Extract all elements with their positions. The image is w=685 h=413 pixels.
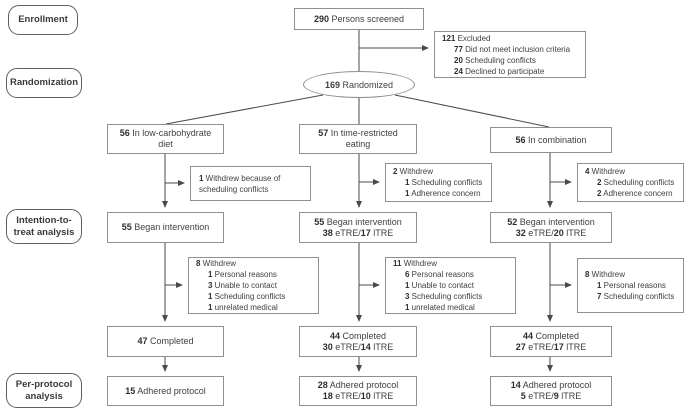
box-line: 30 eTRE/14 lTRE — [322, 341, 394, 352]
box-line: 2 Scheduling conflicts — [597, 178, 675, 187]
box-line: 38 eTRE/17 lTRE — [322, 227, 394, 238]
box-line: 169 Randomized — [324, 79, 394, 90]
box-line: 52 Began intervention — [507, 216, 595, 227]
box-withdrew-tre-1: 2 Withdrew 1 Scheduling conflicts 1 Adhere… — [385, 163, 492, 202]
box-line: 44 Completed — [522, 330, 580, 341]
box-withdrew-tre-2: 11 Withdrew 6 Personal reasons 1 Unable to… — [385, 257, 516, 314]
box-line: 1 Personal reasons — [208, 270, 277, 279]
box-line: 55 Began intervention — [314, 216, 402, 227]
box-line: 47 Completed — [137, 336, 194, 346]
box-line: 1 Scheduling conflicts — [405, 178, 483, 187]
box-line: 20 Scheduling conflicts — [454, 55, 536, 65]
box-line: 11 Withdrew — [393, 259, 438, 268]
box-line: 24 Declined to participate — [454, 66, 545, 76]
box-line: 1 Unable to contact — [405, 281, 474, 290]
box-line: analysis — [25, 390, 63, 402]
box-line: 8 Withdrew — [585, 270, 626, 279]
ellipse-randomized: 169 Randomized — [303, 71, 415, 98]
box-line: 290 Persons screened — [313, 13, 405, 24]
box-completed-low-carb: 47 Completed — [107, 326, 224, 357]
box-line: 57 In time-restricted — [318, 128, 398, 138]
box-line: 5 eTRE/9 lTRE — [520, 391, 582, 401]
box-line: 2 Withdrew — [393, 167, 434, 176]
box-line: 1 Scheduling conflicts — [208, 292, 286, 301]
box-line: Per-protocol — [15, 379, 73, 390]
box-arm-combination: 56 In combination — [490, 127, 612, 153]
box-line: Intention-to- — [16, 215, 72, 226]
box-line: 56 In low-carbohydrate — [119, 128, 212, 138]
box-line: 1 unrelated medical — [405, 303, 475, 312]
box-persons-screened: 290 Persons screened — [294, 8, 424, 30]
box-line: 121 Excluded — [442, 33, 491, 43]
stage-label-enrollment: Enrollment — [8, 5, 78, 35]
box-line: 7 Scheduling conflicts — [597, 292, 675, 301]
box-withdrew-combination-1: 4 Withdrew 2 Scheduling conflicts 2 Adhere… — [577, 163, 684, 202]
box-line: 3 Unable to contact — [208, 281, 277, 290]
box-line: 4 Withdrew — [585, 167, 626, 176]
box-line: 44 Completed — [329, 330, 387, 341]
box-withdrew-combination-2: 8 Withdrew 1 Personal reasons 7 Scheduling… — [577, 258, 684, 313]
box-line: 1 Withdrew because of — [199, 173, 281, 183]
box-line: 27 eTRE/17 lTRE — [515, 341, 587, 352]
box-line: 77 Did not meet inclusion criteria — [454, 44, 571, 54]
box-began-low-carb: 55 Began intervention — [107, 212, 224, 243]
box-line: 18 eTRE/10 lTRE — [322, 391, 394, 401]
box-line: 6 Personal reasons — [405, 270, 474, 279]
box-line: 32 eTRE/20 lTRE — [515, 227, 587, 238]
box-line: eating — [345, 139, 371, 149]
box-line: 55 Began intervention — [121, 222, 210, 232]
box-line: 1 Personal reasons — [597, 281, 666, 290]
box-line: 1 Adherence concern — [405, 189, 481, 198]
box-line: 56 In combination — [515, 134, 587, 145]
box-withdrew-low-carb-2: 8 Withdrew 1 Personal reasons 3 Unable to … — [188, 257, 319, 314]
box-line: scheduling conflicts — [199, 184, 269, 194]
stage-label-intention-to-treat: Intention-to-treat analysis — [6, 209, 82, 244]
box-line: 2 Adherence concern — [597, 189, 673, 198]
box-line: 14 Adhered protocol — [510, 380, 592, 390]
box-line: 15 Adhered protocol — [125, 385, 206, 396]
box-line: 28 Adhered protocol — [317, 380, 399, 390]
box-line: treat analysis — [13, 226, 75, 238]
box-line: 8 Withdrew — [196, 259, 237, 268]
stage-label-randomization: Randomization — [6, 68, 82, 98]
box-line: 3 Scheduling conflicts — [405, 292, 483, 301]
box-line: Randomization — [9, 77, 79, 89]
box-line: diet — [158, 139, 173, 149]
box-line: Enrollment — [18, 14, 68, 26]
box-line: 1 unrelated medical — [208, 303, 278, 312]
box-adhered-low-carb: 15 Adhered protocol — [107, 376, 224, 406]
